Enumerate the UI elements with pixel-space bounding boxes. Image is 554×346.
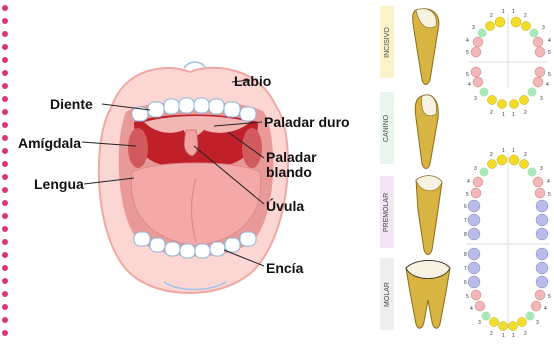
border-dot (2, 226, 8, 232)
mouth-anatomy-diagram: Labio Diente Paladar duro Amígdala Palad… (14, 0, 370, 341)
svg-text:5: 5 (466, 72, 469, 78)
border-dot (2, 31, 8, 37)
label-amigdala: Amígdala (18, 135, 81, 151)
border-dot (2, 213, 8, 219)
svg-text:1: 1 (502, 148, 505, 154)
border-dot (2, 109, 8, 115)
svg-text:3: 3 (472, 25, 475, 31)
svg-text:5: 5 (466, 50, 469, 56)
border-dot (2, 304, 8, 310)
face-contour-top (184, 62, 206, 68)
svg-text:1: 1 (502, 333, 505, 339)
pink-dot-border (0, 0, 14, 341)
svg-text:3: 3 (540, 96, 543, 102)
svg-text:3: 3 (542, 25, 545, 31)
svg-text:1: 1 (512, 148, 515, 154)
tooth-types-panel: INCISIVO CANINO PREMOLAR MOLAR (372, 0, 554, 341)
svg-text:8: 8 (464, 232, 467, 238)
svg-text:4: 4 (466, 38, 469, 44)
border-dot (2, 278, 8, 284)
border-dot (2, 18, 8, 24)
border-dot (2, 239, 8, 245)
border-dot (2, 187, 8, 193)
svg-text:4: 4 (467, 179, 470, 185)
border-dot (2, 291, 8, 297)
svg-text:2: 2 (524, 331, 527, 337)
svg-text:5: 5 (466, 294, 469, 300)
svg-text:3: 3 (536, 320, 539, 326)
border-dot (2, 317, 8, 323)
uvula-shape (184, 130, 197, 156)
svg-text:2: 2 (524, 110, 527, 116)
svg-text:7: 7 (464, 218, 467, 224)
svg-text:1: 1 (502, 9, 505, 15)
svg-text:2: 2 (490, 13, 493, 19)
svg-text:5: 5 (466, 192, 469, 198)
border-dot (2, 161, 8, 167)
svg-text:6: 6 (464, 280, 467, 286)
border-dot (2, 265, 8, 271)
label-lengua: Lengua (34, 176, 84, 192)
label-paladar-duro: Paladar duro (264, 114, 350, 130)
border-dot (2, 200, 8, 206)
svg-text:3: 3 (540, 166, 543, 172)
label-encia: Encía (266, 260, 303, 276)
border-dot (2, 330, 8, 336)
svg-text:4: 4 (544, 306, 547, 312)
border-dot (2, 122, 8, 128)
svg-text:5: 5 (548, 192, 551, 198)
border-dot (2, 148, 8, 154)
svg-text:4: 4 (468, 82, 471, 88)
svg-text:6: 6 (464, 204, 467, 210)
border-dot (2, 70, 8, 76)
label-labio: Labio (234, 73, 271, 89)
svg-text:7: 7 (464, 266, 467, 272)
svg-text:1: 1 (512, 9, 515, 15)
svg-text:1: 1 (512, 333, 515, 339)
border-dot (2, 5, 8, 11)
label-paladar-blando-line1: Paladar (266, 149, 317, 165)
border-dot (2, 252, 8, 258)
svg-text:4: 4 (546, 82, 549, 88)
svg-text:5: 5 (548, 50, 551, 56)
border-dot (2, 83, 8, 89)
border-dot (2, 135, 8, 141)
svg-text:2: 2 (524, 152, 527, 158)
border-dot (2, 174, 8, 180)
tonsil-left (128, 128, 148, 168)
label-diente: Diente (50, 96, 93, 112)
label-paladar-blando-line2: blando (266, 164, 312, 180)
svg-text:2: 2 (490, 110, 493, 116)
svg-text:3: 3 (474, 96, 477, 102)
svg-text:4: 4 (470, 306, 473, 312)
svg-text:8: 8 (464, 252, 467, 258)
svg-text:2: 2 (490, 152, 493, 158)
tonsil-right (242, 128, 262, 168)
svg-text:5: 5 (548, 294, 551, 300)
svg-text:1: 1 (512, 112, 515, 118)
svg-text:1: 1 (502, 112, 505, 118)
svg-text:3: 3 (478, 320, 481, 326)
border-dot (2, 96, 8, 102)
border-dot (2, 57, 8, 63)
svg-text:2: 2 (524, 13, 527, 19)
dental-arch-charts: 1 1 2 2 3 3 4 4 5 5 5 5 4 4 3 (372, 0, 554, 341)
border-dot (2, 44, 8, 50)
label-uvula: Úvula (266, 198, 304, 214)
svg-text:4: 4 (548, 38, 551, 44)
svg-text:2: 2 (490, 331, 493, 337)
mouth-illustration (14, 0, 370, 341)
svg-text:3: 3 (474, 166, 477, 172)
svg-text:5: 5 (548, 72, 551, 78)
svg-text:4: 4 (547, 179, 550, 185)
